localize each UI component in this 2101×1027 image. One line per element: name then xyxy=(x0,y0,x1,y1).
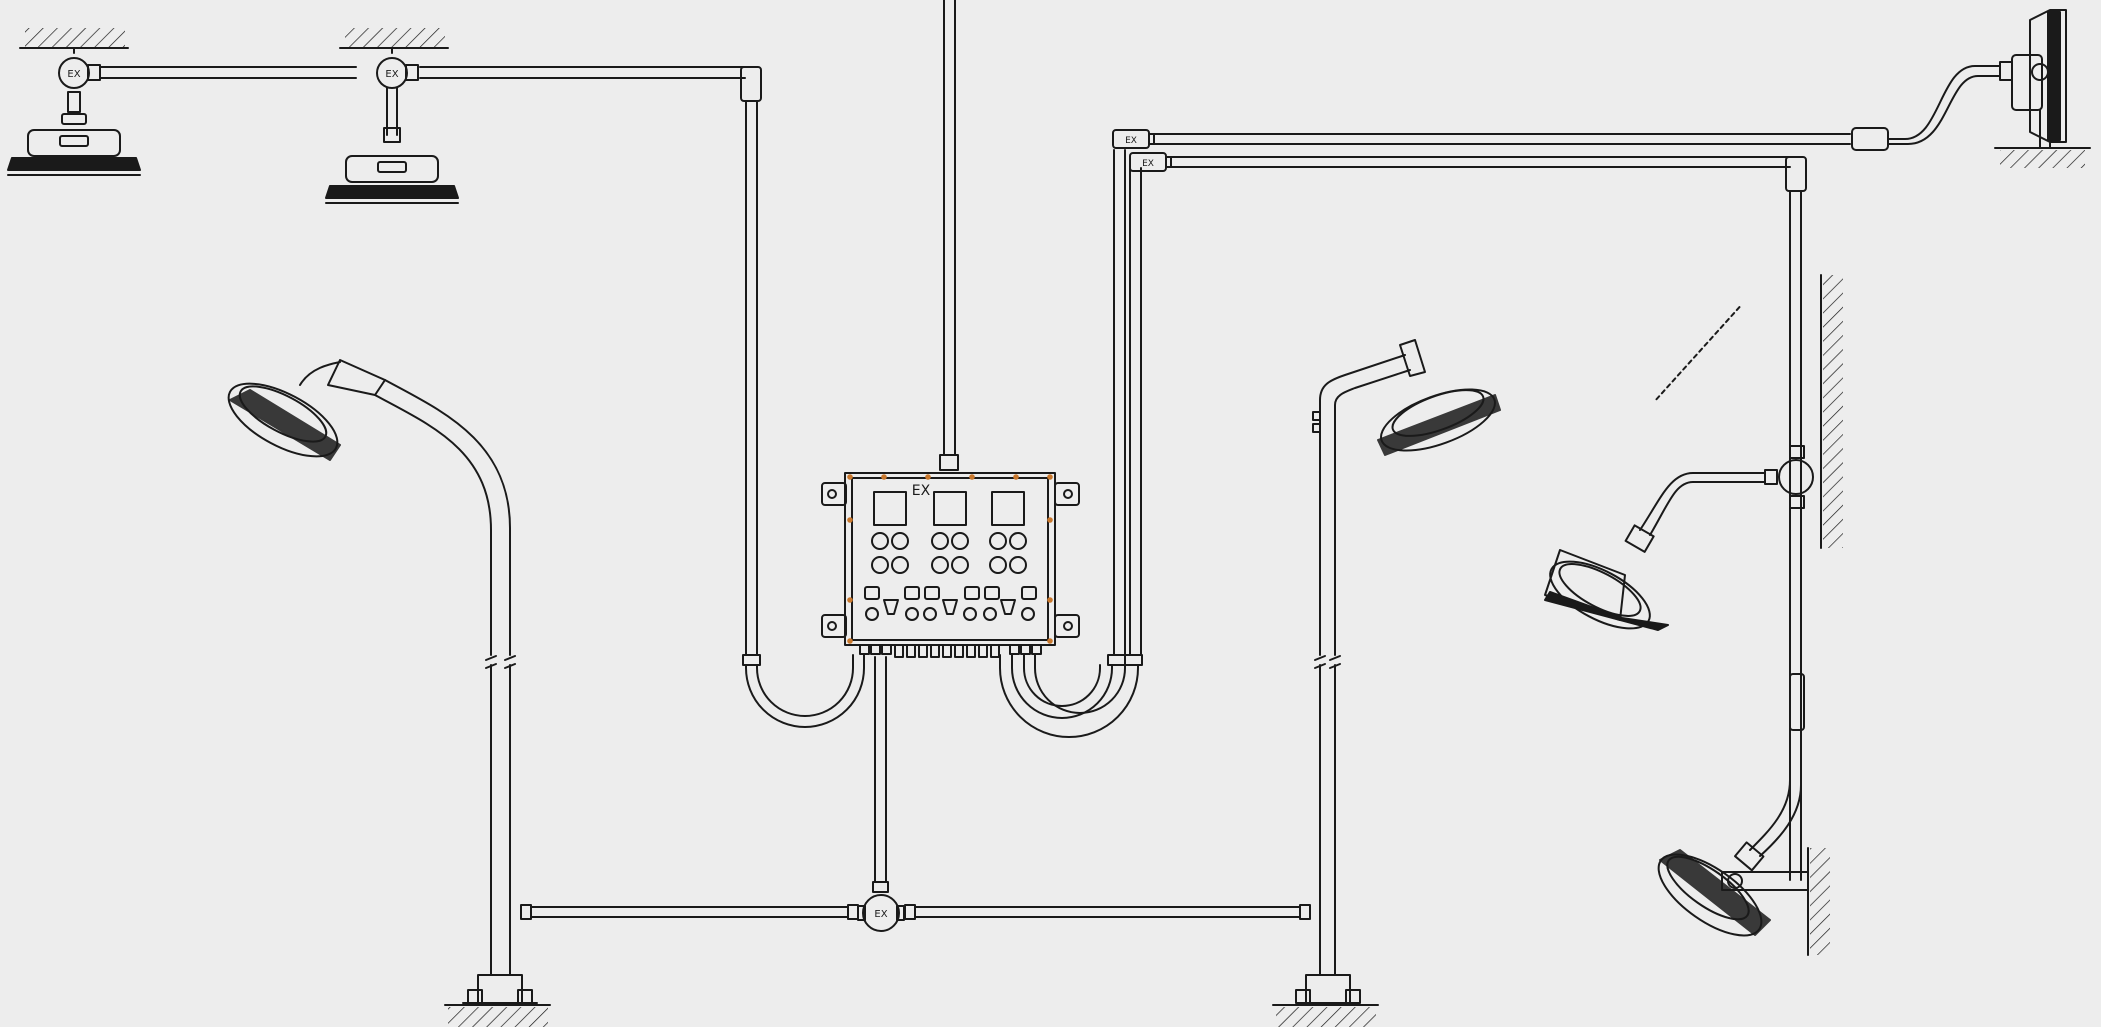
ceiling-conduit xyxy=(99,66,762,656)
pull-box-lower xyxy=(1129,152,1172,172)
pull-box-label-lower: EX xyxy=(1142,159,1154,169)
panel-switch-grid xyxy=(864,532,1037,621)
conduit-loops xyxy=(742,654,1143,738)
chain-mounted-light xyxy=(1544,303,1744,631)
floor-conduit xyxy=(520,656,1311,932)
pull-box-upper xyxy=(1112,129,1155,149)
junction-box-label-ceiling-mid: EX xyxy=(385,69,398,80)
top-feed-conduit xyxy=(939,0,959,471)
distribution-panel xyxy=(821,472,1080,658)
riser-junction-box xyxy=(1692,445,1814,731)
ceiling-left xyxy=(19,28,129,49)
upper-horizontal-runs xyxy=(1153,133,1851,881)
wall-arm-light-lower xyxy=(1657,729,1809,937)
wall-light-top-right xyxy=(1851,9,2091,168)
pendant-light-2 xyxy=(325,47,459,204)
ceiling-mid xyxy=(339,28,449,49)
right-risers xyxy=(1113,149,1142,656)
pole-light-center-right xyxy=(1272,339,1501,1027)
junction-box-label-ceiling-left: EX xyxy=(67,69,80,80)
pole-light-left xyxy=(227,359,551,1027)
right-wall xyxy=(1807,274,1843,956)
junction-box-label-floor-center: EX xyxy=(874,909,887,920)
panel-meters xyxy=(873,491,1025,526)
panel-cable-glands xyxy=(859,644,1042,658)
pull-box-label-upper: EX xyxy=(1125,136,1137,146)
panel-bolts xyxy=(847,474,1053,644)
pendant-light-1 xyxy=(7,47,141,176)
panel-title-label: EX xyxy=(912,483,931,499)
